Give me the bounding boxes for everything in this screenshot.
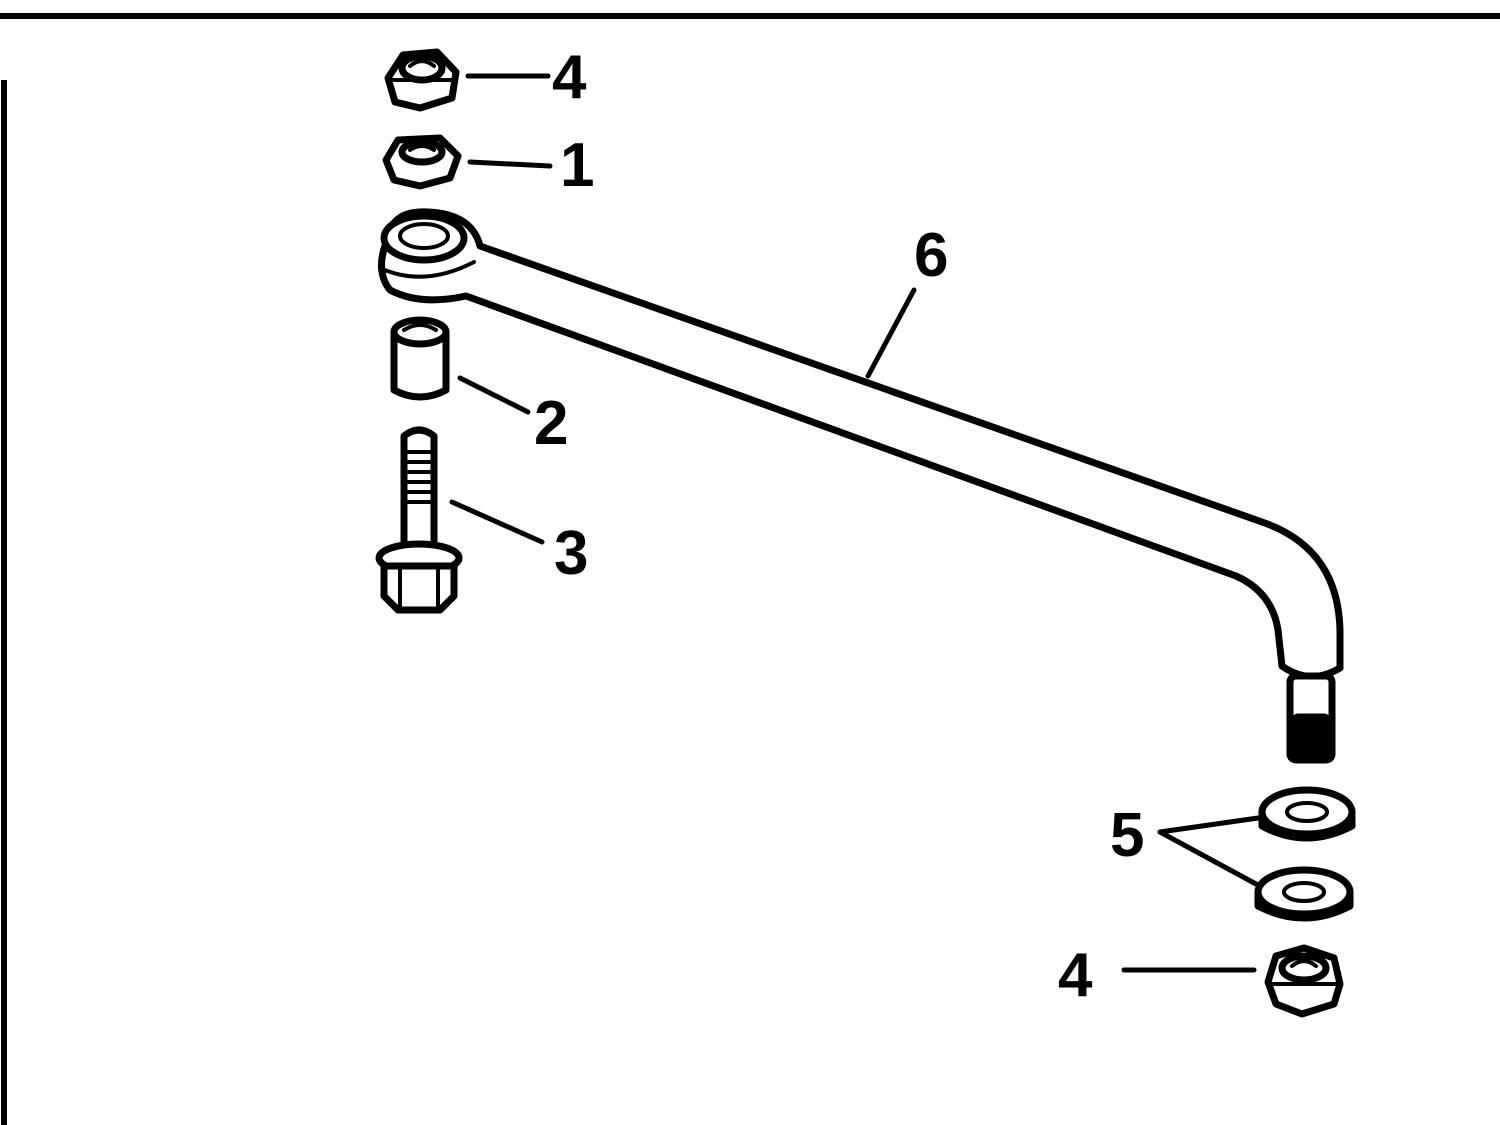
bottom-hex-nut: [1264, 944, 1344, 1018]
leader-link-rod: [865, 287, 917, 379]
callout-2: 2: [534, 389, 568, 458]
bottom-washer-upper: [1258, 786, 1356, 842]
leader-bolt: [449, 499, 545, 545]
callout-4-bottom: 4: [1058, 941, 1093, 1010]
leader-washers: [1157, 815, 1261, 887]
callout-3: 3: [554, 519, 588, 588]
rod-stud-threads: [1291, 713, 1331, 761]
top-washer: [382, 134, 462, 190]
bushing: [390, 316, 450, 401]
top-hex-nut: [384, 48, 460, 112]
callout-6: 6: [914, 221, 948, 290]
bolt-threads: [404, 450, 434, 504]
link-rod: [378, 208, 1344, 764]
callout-1: 1: [560, 131, 594, 200]
leader-bushing: [457, 375, 531, 415]
bottom-washer-lower: [1254, 866, 1354, 922]
callout-5: 5: [1110, 801, 1144, 870]
bolt: [375, 426, 463, 614]
callout-4-top: 4: [552, 43, 587, 112]
leader-washer: [467, 159, 553, 169]
page-frame: [0, 13, 1500, 1125]
